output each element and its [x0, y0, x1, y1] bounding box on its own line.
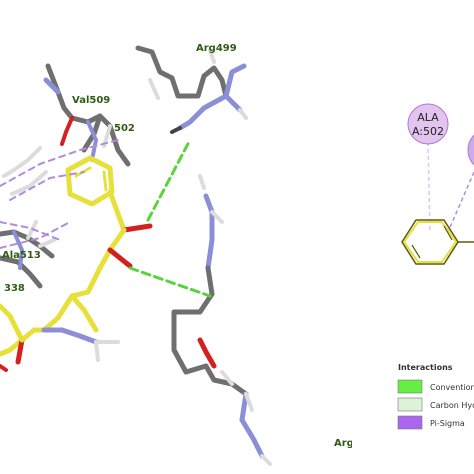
val509-sidechain	[2, 63, 131, 196]
arg106-sidechain	[171, 174, 272, 466]
label-338: 338	[4, 283, 25, 294]
arg499-sidechain	[135, 45, 248, 134]
residue-bubble-partial	[467, 134, 474, 166]
label-arg499: Arg499	[196, 43, 237, 54]
label-ala513: Ala513	[2, 250, 41, 261]
legend-label-1: Carbon Hyd	[430, 401, 474, 410]
label-arg106: Arg106	[334, 438, 375, 449]
legend-swatch-2	[397, 415, 423, 430]
pi-sigma-interactions	[0, 139, 119, 249]
label-val509: Val509	[72, 95, 110, 106]
legend-label-0: Convention	[430, 383, 474, 392]
legend-label-2: Pi-Sigma	[430, 419, 465, 428]
label-ala502: 502	[114, 123, 135, 134]
interaction-map-2d: ALA A:502 Interactions Convention Carbon…	[397, 103, 474, 430]
hydrogen-bonds	[128, 138, 212, 298]
ligand-structure	[0, 155, 153, 372]
ala513-sidechain	[0, 220, 56, 289]
legend-swatch-0	[397, 379, 423, 394]
residue-bubble-ala502	[407, 103, 449, 145]
legend-title: Interactions	[398, 363, 453, 372]
bubble-ala-line1: ALA	[417, 111, 439, 124]
bubble-ala-line2: A:502	[412, 125, 444, 138]
legend-swatch-1	[397, 397, 423, 412]
ligand-2d-ring	[401, 219, 474, 265]
interactions-legend: Interactions Convention Carbon Hyd Pi-Si…	[397, 363, 474, 430]
